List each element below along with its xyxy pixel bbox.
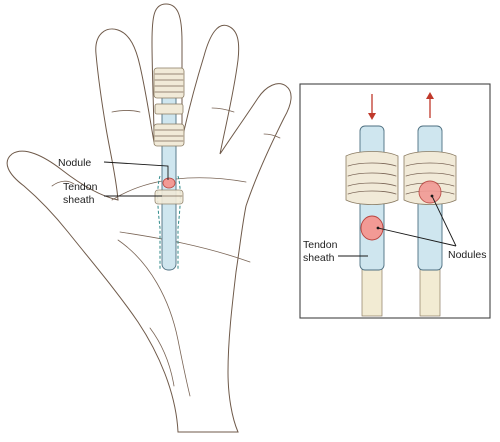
finger-crease-little <box>263 133 281 139</box>
nodule-leader <box>103 161 169 180</box>
pulley-a2 <box>153 123 185 147</box>
inset-tendon-right <box>403 92 457 317</box>
finger-crease-index <box>111 110 141 113</box>
flexor-tendon <box>161 69 177 271</box>
proximal-palmar-crease <box>119 231 251 263</box>
finger-crease-ring <box>211 107 235 113</box>
hand-outline <box>6 3 292 433</box>
nodule-inset-left <box>360 215 384 241</box>
pulley-a4 <box>153 67 185 99</box>
nodule-hand <box>162 177 176 189</box>
thenar-crease-short <box>149 327 175 387</box>
middle-finger-tendon <box>153 67 185 271</box>
pulley-left <box>345 151 399 205</box>
arrow-down-head <box>368 113 376 120</box>
pulley-a3 <box>154 103 184 115</box>
nodules-leader-dot-left <box>376 226 380 230</box>
label-tendon-sheath-line1: Tendon <box>63 181 98 193</box>
nodule-inset-right <box>418 180 442 204</box>
inset-tendon-left <box>345 94 399 317</box>
label-nodules: Nodules <box>448 249 487 261</box>
label-inset-tendon-line2: sheath <box>303 252 335 264</box>
label-tendon-sheath-line2: sheath <box>63 194 95 206</box>
nodules-leader-right <box>431 195 457 247</box>
nodules-leader-dot-right <box>430 194 434 198</box>
inset-panel <box>299 83 491 319</box>
label-nodule: Nodule <box>58 157 91 169</box>
tendon-sheath-outline <box>157 175 181 270</box>
pulley-a1 <box>154 189 184 205</box>
nodules-leader-left <box>377 227 457 247</box>
thumb-crease <box>51 180 75 187</box>
pulley-right <box>403 151 457 205</box>
thenar-crease <box>117 239 191 397</box>
label-inset-tendon-line1: Tendon <box>303 239 338 251</box>
hand-illustration <box>6 3 292 433</box>
arrow-up-head <box>426 92 434 99</box>
